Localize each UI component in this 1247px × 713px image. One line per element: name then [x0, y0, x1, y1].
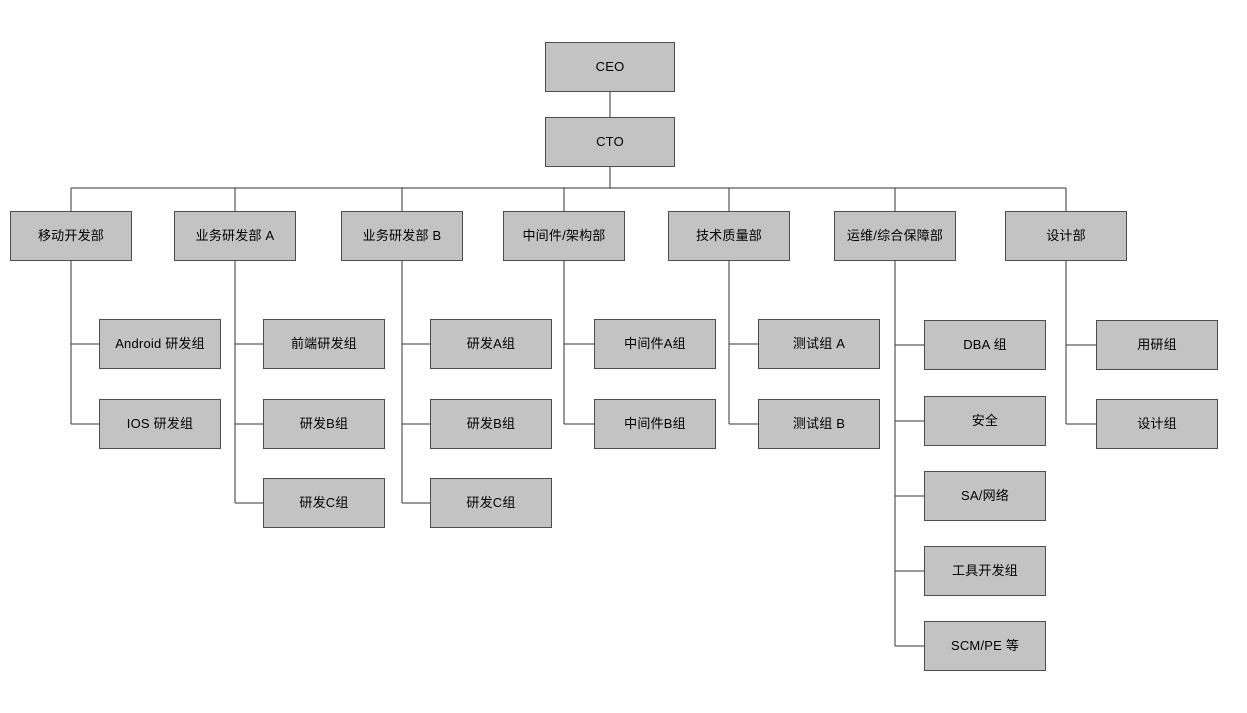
org-node-dept-middle[interactable]: 中间件/架构部	[503, 211, 625, 261]
org-node-team-test-a[interactable]: 测试组 A	[758, 319, 880, 369]
org-node-team-a-devc[interactable]: 研发C组	[263, 478, 385, 528]
org-node-ceo[interactable]: CEO	[545, 42, 675, 92]
org-node-team-dba[interactable]: DBA 组	[924, 320, 1046, 370]
org-node-dept-biz-b[interactable]: 业务研发部 B	[341, 211, 463, 261]
org-node-team-android[interactable]: Android 研发组	[99, 319, 221, 369]
org-node-team-security[interactable]: 安全	[924, 396, 1046, 446]
org-node-team-a-devb[interactable]: 研发B组	[263, 399, 385, 449]
org-node-cto[interactable]: CTO	[545, 117, 675, 167]
org-node-team-mid-a[interactable]: 中间件A组	[594, 319, 716, 369]
org-node-team-b-deva[interactable]: 研发A组	[430, 319, 552, 369]
org-node-dept-biz-a[interactable]: 业务研发部 A	[174, 211, 296, 261]
org-node-team-b-devc[interactable]: 研发C组	[430, 478, 552, 528]
org-node-team-b-devb[interactable]: 研发B组	[430, 399, 552, 449]
org-node-team-sa[interactable]: SA/网络	[924, 471, 1046, 521]
org-node-dept-design[interactable]: 设计部	[1005, 211, 1127, 261]
org-node-team-frontend[interactable]: 前端研发组	[263, 319, 385, 369]
org-node-team-ux[interactable]: 用研组	[1096, 320, 1218, 370]
org-node-team-design[interactable]: 设计组	[1096, 399, 1218, 449]
org-node-dept-ops[interactable]: 运维/综合保障部	[834, 211, 956, 261]
org-node-team-ios[interactable]: IOS 研发组	[99, 399, 221, 449]
org-node-dept-quality[interactable]: 技术质量部	[668, 211, 790, 261]
org-node-dept-mobile[interactable]: 移动开发部	[10, 211, 132, 261]
org-node-team-mid-b[interactable]: 中间件B组	[594, 399, 716, 449]
org-node-team-tools[interactable]: 工具开发组	[924, 546, 1046, 596]
org-node-team-scm[interactable]: SCM/PE 等	[924, 621, 1046, 671]
org-node-team-test-b[interactable]: 测试组 B	[758, 399, 880, 449]
